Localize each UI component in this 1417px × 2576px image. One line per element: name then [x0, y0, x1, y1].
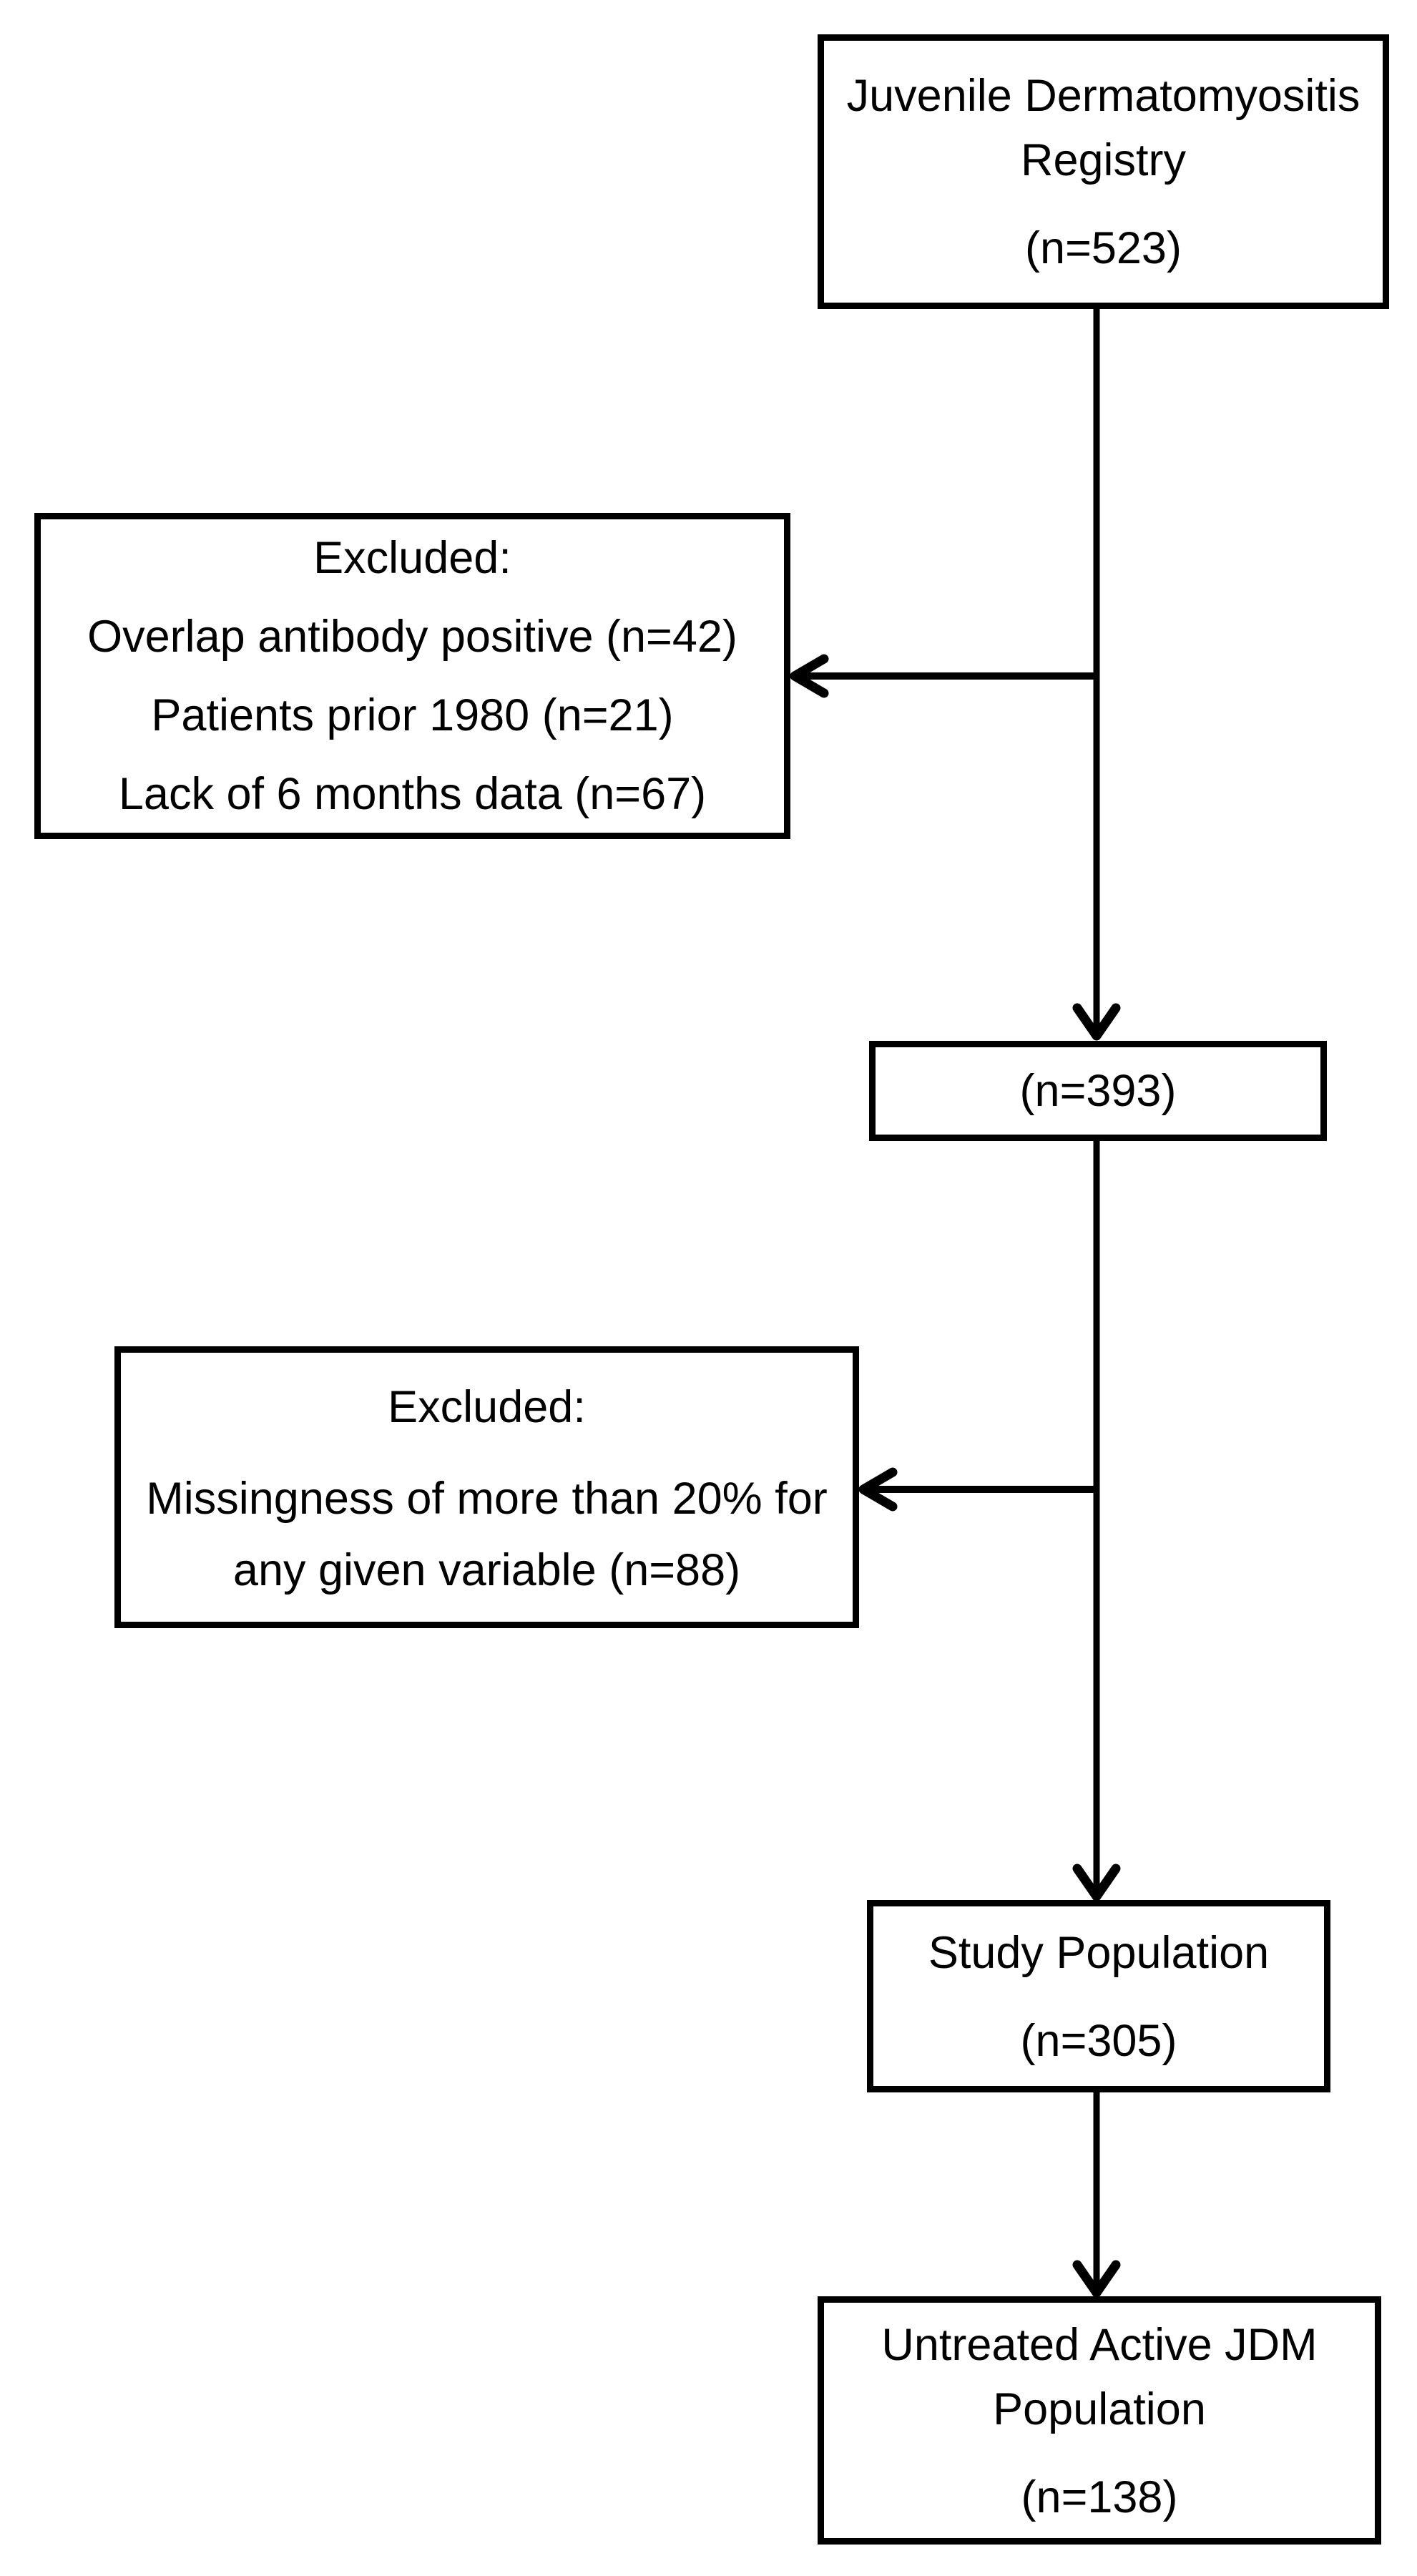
flow-node-registry: Juvenile Dermatomyositis Registry (n=523…: [818, 34, 1389, 309]
excluded-item: Overlap antibody positive (n=42): [87, 612, 737, 662]
excluded-item: Lack of 6 months data (n=67): [118, 769, 707, 819]
node-title: Study Population: [928, 1927, 1270, 1978]
excluded-item: Missingness of more than 20% for any giv…: [146, 1474, 828, 1595]
node-count: (n=305): [1020, 2015, 1177, 2066]
excluded-heading: Excluded:: [313, 533, 511, 583]
arrow-to-excluded-2: [858, 1467, 1097, 1512]
flow-node-study-population: Study Population (n=305): [867, 1900, 1330, 2092]
node-count: (n=523): [1025, 223, 1182, 273]
flow-node-interim: (n=393): [869, 1041, 1327, 1141]
node-title: Juvenile Dermatomyositis Registry: [846, 71, 1360, 185]
flow-node-untreated-active-jdm: Untreated Active JDM Population (n=138): [818, 2296, 1381, 2545]
node-title: Untreated Active JDM Population: [881, 2319, 1318, 2434]
excluded-heading: Excluded:: [388, 1382, 586, 1432]
arrow-study-to-untreated: [1072, 2092, 1121, 2298]
node-count: (n=393): [1019, 1066, 1177, 1116]
flow-node-excluded-1: Excluded: Overlap antibody positive (n=4…: [34, 513, 790, 839]
excluded-item: Patients prior 1980 (n=21): [151, 690, 674, 740]
flow-node-excluded-2: Excluded: Missingness of more than 20% f…: [114, 1346, 859, 1628]
arrow-to-excluded-1: [790, 654, 1097, 698]
node-count: (n=138): [1021, 2472, 1178, 2522]
arrow-interim-to-study: [1072, 1141, 1121, 1901]
